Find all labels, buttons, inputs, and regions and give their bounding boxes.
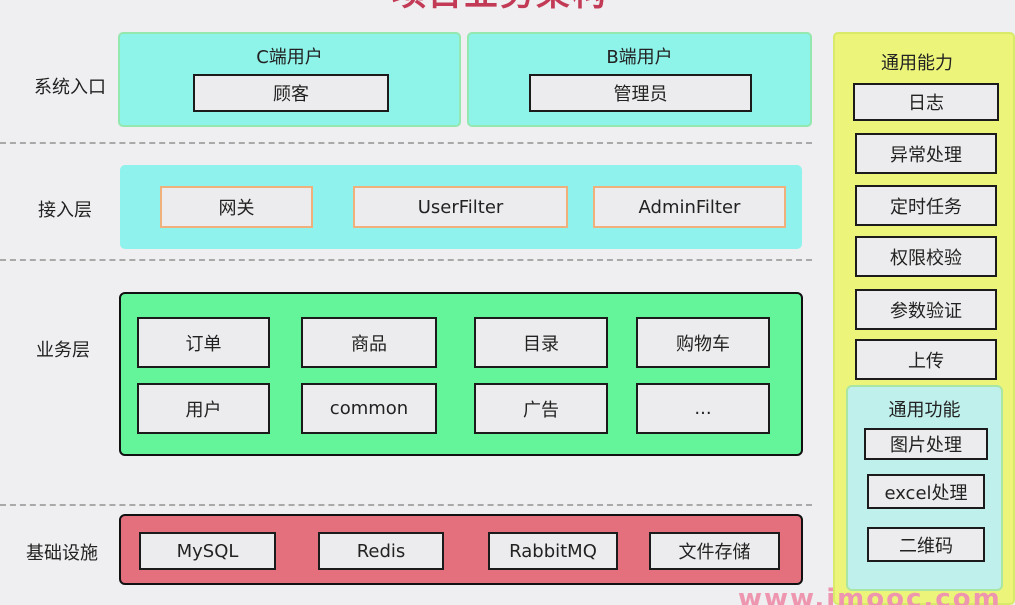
redis-box: Redis: [318, 532, 444, 570]
ads-box: 广告: [474, 383, 608, 434]
user-box: 用户: [137, 383, 270, 434]
c-user-group: C端用户 顾客: [118, 32, 461, 127]
access-layer-panel: 网关 UserFilter AdminFilter: [120, 165, 802, 249]
log-box: 日志: [853, 83, 999, 121]
upload-box: 上传: [855, 339, 997, 380]
file-storage-box: 文件存储: [649, 532, 780, 570]
b-user-group-title: B端用户: [606, 47, 673, 68]
product-box: 商品: [301, 317, 437, 368]
catalog-box: 目录: [474, 317, 608, 368]
scheduled-task-box: 定时任务: [855, 185, 997, 226]
b-user-group: B端用户 管理员: [467, 32, 812, 127]
infra-layer-panel: MySQL Redis RabbitMQ 文件存储: [119, 514, 803, 585]
row-label-access: 接入层: [38, 200, 92, 221]
order-box: 订单: [137, 317, 270, 368]
rabbitmq-box: RabbitMQ: [488, 532, 618, 570]
admin-box: 管理员: [529, 74, 752, 112]
more-box: ...: [636, 383, 770, 434]
c-user-group-title: C端用户: [256, 47, 323, 68]
common-box: common: [301, 383, 437, 434]
excel-processing-box: excel处理: [867, 474, 985, 509]
mysql-box: MySQL: [139, 532, 276, 570]
gateway-box: 网关: [160, 186, 313, 228]
exception-box: 异常处理: [855, 133, 997, 174]
admin-filter-box: AdminFilter: [593, 186, 786, 228]
qrcode-box: 二维码: [867, 527, 985, 562]
diagram-title: 项目业务架构: [320, 0, 680, 12]
user-filter-box: UserFilter: [353, 186, 568, 228]
cart-box: 购物车: [636, 317, 770, 368]
row-label-infra: 基础设施: [26, 543, 98, 564]
functions-title: 通用功能: [888, 400, 961, 421]
capabilities-panel: 通用能力 日志 异常处理 定时任务 权限校验 参数验证 上传: [833, 32, 1015, 605]
param-validation-box: 参数验证: [855, 289, 997, 330]
row-label-entry: 系统入口: [34, 77, 106, 98]
permission-box: 权限校验: [855, 236, 997, 277]
watermark: www.imooc.com: [738, 584, 998, 605]
customer-box: 顾客: [193, 74, 389, 112]
separator-2: [0, 259, 812, 261]
row-label-business: 业务层: [36, 340, 90, 361]
image-processing-box: 图片处理: [864, 428, 988, 460]
business-layer-panel: 订单 商品 目录 购物车 用户 common 广告 ...: [119, 292, 803, 456]
capabilities-title: 通用能力: [881, 53, 953, 74]
functions-panel: 通用功能 图片处理 excel处理 二维码: [846, 385, 1003, 591]
separator-1: [0, 142, 812, 144]
separator-3: [0, 504, 812, 506]
